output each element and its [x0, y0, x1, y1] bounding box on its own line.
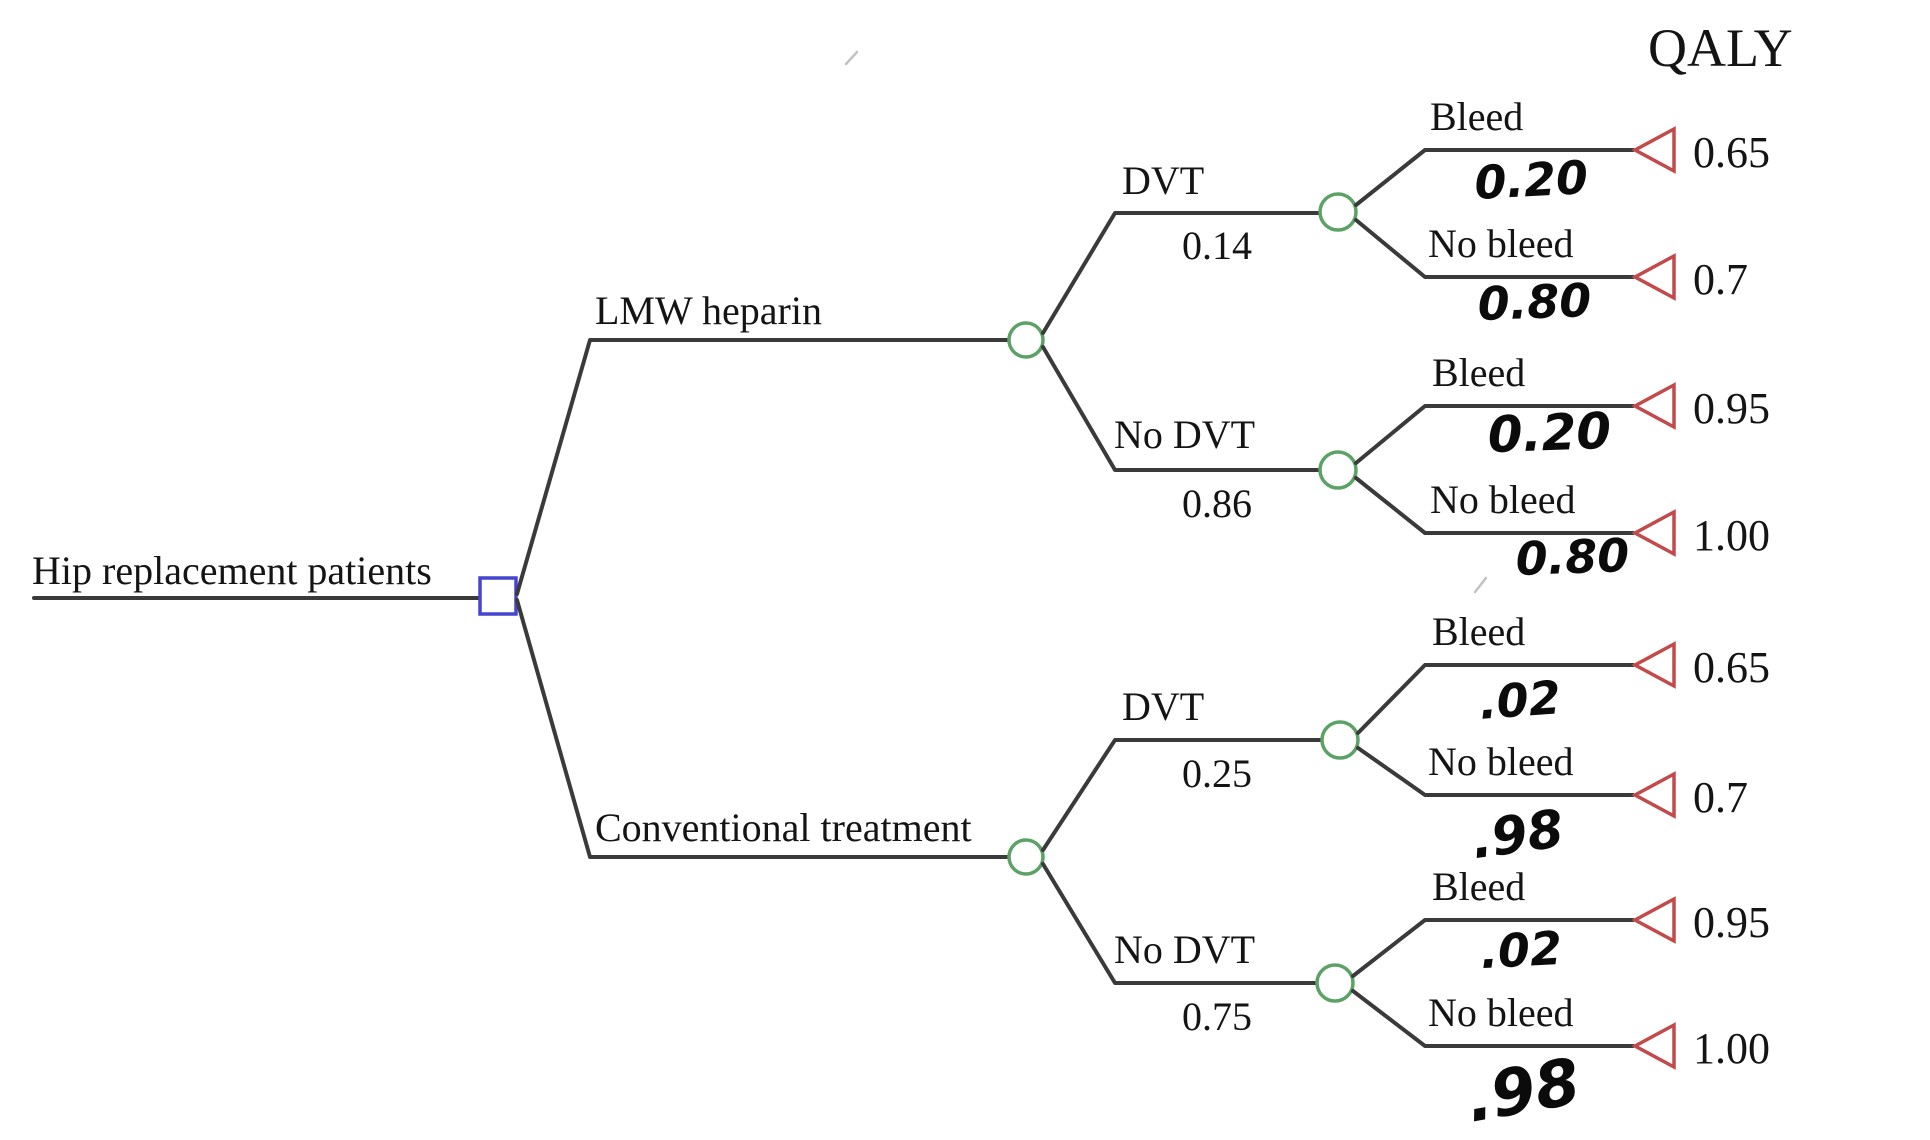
- branch-line: [1354, 476, 1635, 535]
- branch-label: Bleed: [1432, 609, 1525, 654]
- outcome-branch-no-bleed: No bleed 0.80 0.7: [1354, 218, 1748, 331]
- strategy-label: Conventional treatment: [595, 805, 972, 850]
- chance-branch-dvt: DVT 0.25 Bleed .02 0.65 No bleed .98 0.7: [1041, 609, 1770, 871]
- terminal-node-triangle: [1631, 253, 1676, 301]
- branch-label: No bleed: [1428, 221, 1574, 266]
- handwritten-probability: 0.80: [1515, 528, 1630, 586]
- chance-node-circle: [1318, 450, 1358, 490]
- qaly-value: 0.7: [1693, 255, 1748, 304]
- chance-node-circle: [1007, 321, 1045, 359]
- strategy-branch-conventional-treatment: Conventional treatment DVT 0.25 Bleed .0…: [515, 598, 1770, 1138]
- handwritten-probability: .02: [1479, 921, 1563, 979]
- qaly-value: 0.95: [1693, 384, 1770, 433]
- probability-label: 0.14: [1182, 223, 1252, 268]
- scan-artifact-mark: [1473, 576, 1488, 594]
- branch-line: [1356, 746, 1635, 797]
- terminal-node-triangle: [1631, 1022, 1676, 1070]
- branch-line: [1351, 918, 1635, 978]
- terminal-node-triangle: [1631, 896, 1676, 944]
- root-label: Hip replacement patients: [32, 548, 432, 593]
- branch-line: [1041, 738, 1324, 852]
- terminal-node-triangle: [1631, 382, 1676, 430]
- terminal-node-triangle: [1631, 509, 1676, 557]
- outcome-branch-bleed: Bleed 0.20 0.95: [1354, 350, 1770, 465]
- chance-node-circle: [1318, 192, 1358, 232]
- outcome-branch-no-bleed: No bleed .98 1.00: [1351, 989, 1770, 1138]
- outcome-branch-bleed: Bleed 0.20 0.65: [1354, 94, 1770, 210]
- terminal-node-triangle: [1631, 771, 1676, 819]
- outcome-branch-bleed: Bleed .02 0.95: [1351, 864, 1770, 979]
- chance-node-circle: [1320, 720, 1360, 760]
- handwritten-probability: 0.20: [1473, 150, 1589, 210]
- handwritten-probability: .98: [1468, 799, 1568, 871]
- strategy-branch-lmw-heparin: LMW heparin DVT 0.14 Bleed 0.20 0.65 No …: [515, 94, 1770, 596]
- branch-line: [1351, 989, 1635, 1048]
- branch-label: No DVT: [1114, 927, 1255, 972]
- terminal-node-triangle: [1631, 641, 1676, 689]
- chance-branch-no-dvt: No DVT 0.75 Bleed .02 0.95 No bleed .98 …: [1041, 862, 1770, 1138]
- strategy-label: LMW heparin: [595, 288, 822, 333]
- branch-line: [515, 598, 1011, 859]
- qaly-value: 0.7: [1693, 773, 1748, 822]
- qaly-value: 0.65: [1693, 128, 1770, 177]
- outcome-branch-no-bleed: No bleed 0.80 1.00: [1354, 476, 1770, 586]
- probability-label: 0.86: [1182, 481, 1252, 526]
- qaly-value: 0.95: [1693, 898, 1770, 947]
- branch-line: [1354, 218, 1635, 279]
- chance-branch-no-dvt: No DVT 0.86 Bleed 0.20 0.95 No bleed 0.8…: [1041, 345, 1770, 586]
- chance-node-circle: [1007, 838, 1045, 876]
- outcome-branch-bleed: Bleed .02 0.65: [1356, 609, 1770, 735]
- scan-artifact-mark: [844, 50, 859, 66]
- handwritten-probability: .02: [1477, 670, 1562, 730]
- branch-line: [1354, 404, 1635, 465]
- decision-node-square: [478, 576, 518, 616]
- chance-node-circle: [1315, 963, 1355, 1003]
- branch-label: DVT: [1122, 158, 1204, 203]
- branch-label: No bleed: [1428, 739, 1574, 784]
- outcome-branch-no-bleed: No bleed .98 0.7: [1356, 739, 1748, 871]
- probability-label: 0.75: [1182, 994, 1252, 1039]
- branch-line: [1356, 663, 1635, 735]
- handwritten-probability: .98: [1461, 1045, 1586, 1138]
- branch-label: No bleed: [1430, 477, 1576, 522]
- qaly-value: 1.00: [1693, 511, 1770, 560]
- qaly-value: 0.65: [1693, 643, 1770, 692]
- branch-label: DVT: [1122, 684, 1204, 729]
- branch-line: [1041, 211, 1322, 335]
- handwritten-probability: 0.80: [1477, 273, 1592, 331]
- branch-label: No DVT: [1114, 412, 1255, 457]
- branch-line: [1354, 148, 1635, 207]
- branch-label: Bleed: [1432, 864, 1525, 909]
- branch-label: Bleed: [1432, 350, 1525, 395]
- root-branch: Hip replacement patients: [32, 548, 518, 616]
- probability-label: 0.25: [1182, 751, 1252, 796]
- branch-line: [1041, 345, 1322, 472]
- branch-line: [515, 338, 1011, 596]
- branch-label: No bleed: [1428, 990, 1574, 1035]
- branch-label: Bleed: [1430, 94, 1523, 139]
- handwritten-probability: 0.20: [1487, 402, 1612, 464]
- qaly-column-header: QALY: [1648, 18, 1793, 78]
- branch-line: [1041, 862, 1319, 985]
- terminal-node-triangle: [1631, 126, 1676, 174]
- qaly-value: 1.00: [1693, 1024, 1770, 1073]
- chance-branch-dvt: DVT 0.14 Bleed 0.20 0.65 No bleed 0.80 0…: [1041, 94, 1770, 335]
